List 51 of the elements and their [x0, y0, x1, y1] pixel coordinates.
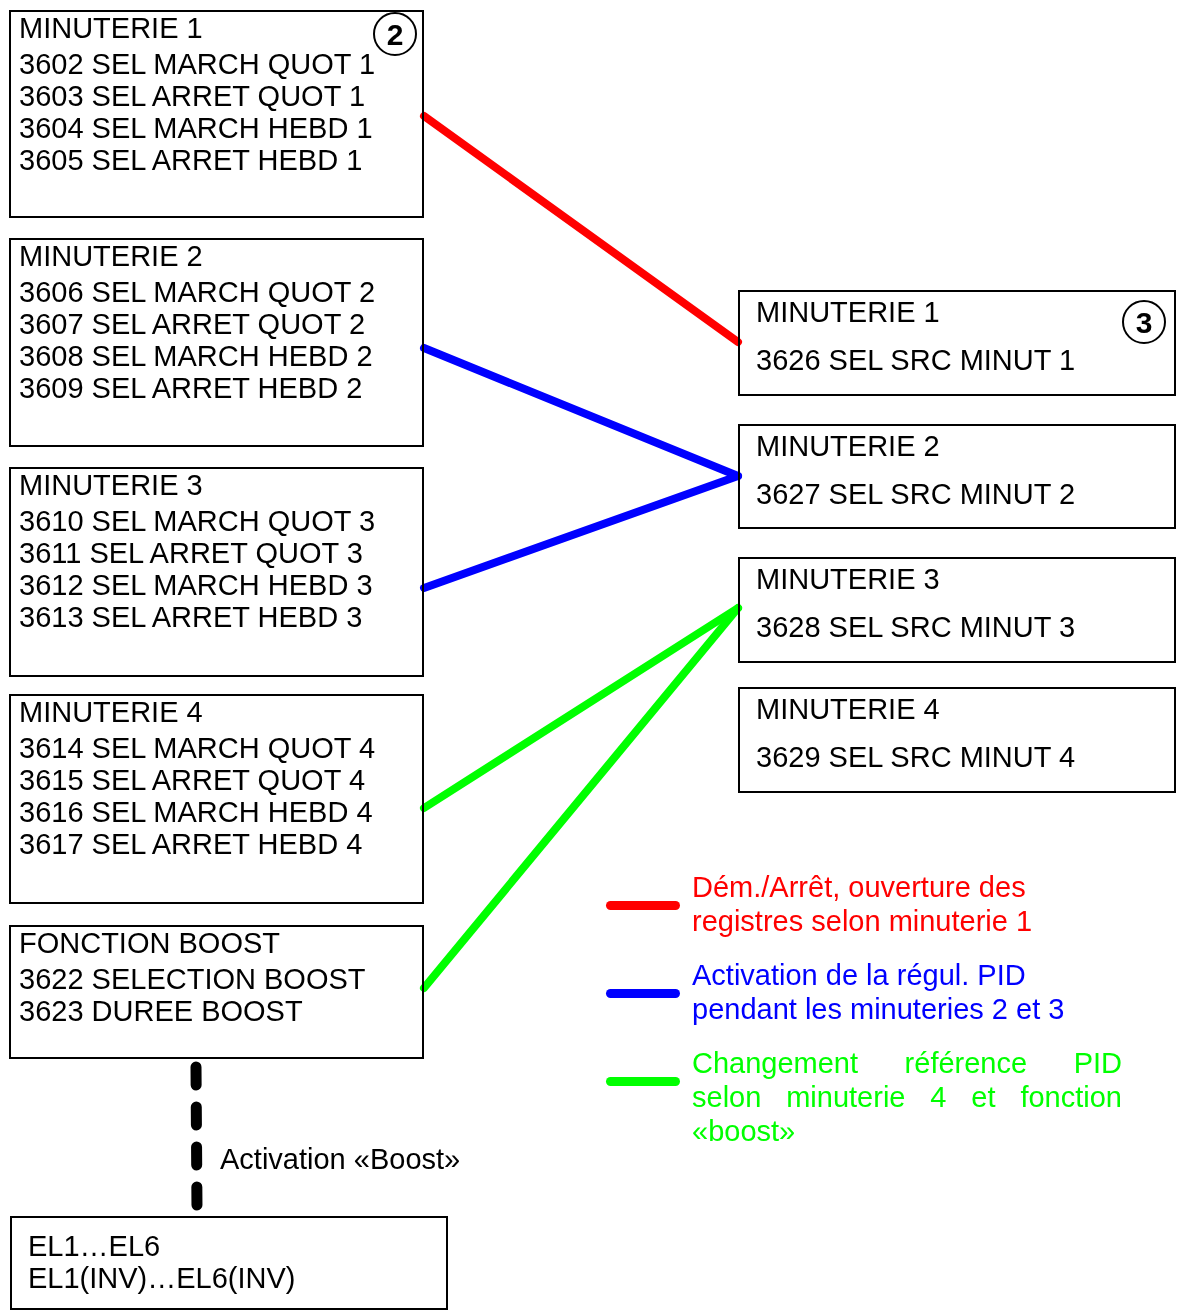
callout-number: 2 [373, 12, 417, 56]
box-heading: MINUTERIE 4 [19, 696, 203, 728]
parameter-line: 3617 SEL ARRET HEBD 4 [19, 828, 363, 860]
parameter-box [738, 290, 1176, 396]
parameter-box [738, 557, 1176, 663]
parameter-line: 3612 SEL MARCH HEBD 3 [19, 569, 373, 601]
parameter-line: 3605 SEL ARRET HEBD 1 [19, 144, 363, 176]
connector-line [420, 604, 742, 992]
parameter-line: 3607 SEL ARRET QUOT 2 [19, 308, 366, 340]
box-heading: MINUTERIE 1 [19, 12, 203, 44]
parameter-line: 3614 SEL MARCH QUOT 4 [19, 732, 376, 764]
parameter-line: 3610 SEL MARCH QUOT 3 [19, 505, 376, 537]
connector-line [420, 472, 742, 592]
parameter-box [9, 694, 424, 904]
parameter-line: 3615 SEL ARRET QUOT 4 [19, 764, 366, 796]
parameter-line: 3627 SEL SRC MINUT 2 [756, 478, 1076, 510]
parameter-box [9, 467, 424, 677]
parameter-line: 3629 SEL SRC MINUT 4 [756, 741, 1076, 773]
parameter-line: EL1…EL6 [28, 1230, 161, 1262]
parameter-box [738, 424, 1176, 529]
parameter-box [9, 238, 424, 447]
callout-number: 3 [1122, 300, 1166, 344]
parameter-line: 3603 SEL ARRET QUOT 1 [19, 80, 366, 112]
legend-text: Dém./Arrêt, ouverture des registres selon minuterie 1 [692, 870, 1034, 938]
box-heading: MINUTERIE 1 [756, 296, 940, 328]
box-heading: FONCTION BOOST [19, 927, 280, 959]
parameter-box [738, 687, 1176, 793]
parameter-line: 3606 SEL MARCH QUOT 2 [19, 276, 376, 308]
legend-text: Changement référence PID selon minuterie 4 et fonction «boost» [692, 1046, 1122, 1148]
parameter-line: 3613 SEL ARRET HEBD 3 [19, 601, 363, 633]
box-heading: MINUTERIE 4 [756, 693, 940, 725]
parameter-line: 3623 DUREE BOOST [19, 995, 303, 1027]
parameter-box [10, 1216, 448, 1310]
parameter-line: 3628 SEL SRC MINUT 3 [756, 611, 1076, 643]
parameter-line: 3626 SEL SRC MINUT 1 [756, 344, 1076, 376]
connector-line [420, 112, 742, 346]
box-heading: MINUTERIE 2 [19, 240, 203, 272]
parameter-line: 3604 SEL MARCH HEBD 1 [19, 112, 373, 144]
legend-text: Activation de la régul. PID pendant les minuteries 2 et 3 [692, 958, 1066, 1026]
parameter-line: 3608 SEL MARCH HEBD 2 [19, 340, 373, 372]
box-heading: MINUTERIE 3 [19, 469, 203, 501]
box-heading: MINUTERIE 3 [756, 563, 940, 595]
parameter-box [9, 925, 424, 1059]
box-heading: MINUTERIE 2 [756, 430, 940, 462]
parameter-line: 3602 SEL MARCH QUOT 1 [19, 48, 376, 80]
parameter-line: EL1(INV)…EL6(INV) [28, 1262, 296, 1294]
parameter-line: 3611 SEL ARRET QUOT 3 [19, 537, 363, 569]
parameter-line: 3616 SEL MARCH HEBD 4 [19, 796, 373, 828]
parameter-line: 3609 SEL ARRET HEBD 2 [19, 372, 363, 404]
parameter-line: 3622 SELECTION BOOST [19, 963, 366, 995]
parameter-box [9, 10, 424, 218]
